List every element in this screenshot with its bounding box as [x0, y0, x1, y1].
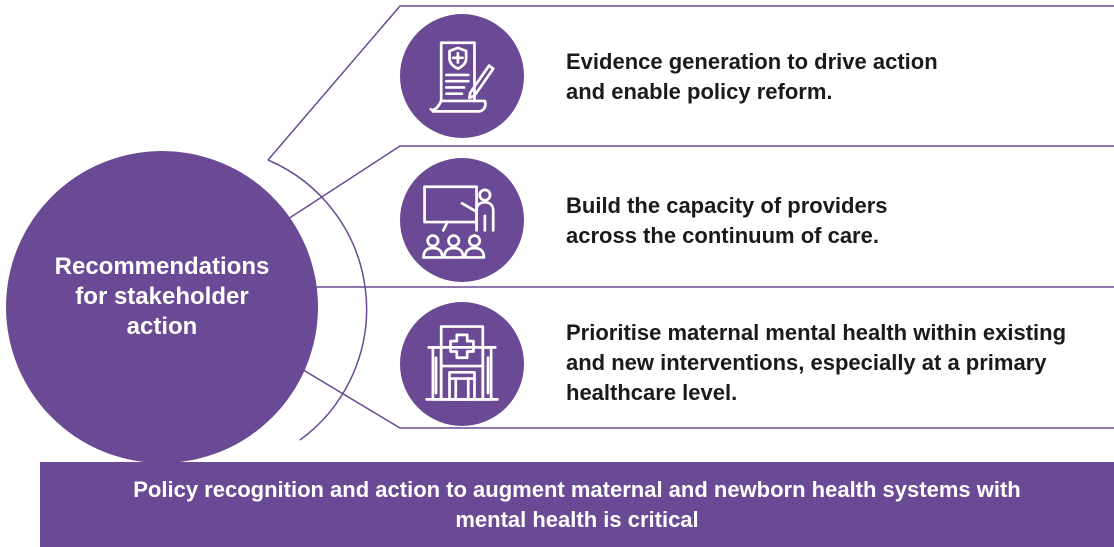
- hub-label: Recommendations for stakeholder action: [54, 253, 270, 340]
- connector-line-bottom: [289, 361, 1114, 429]
- bottom-banner: Policy recognition and action to augment…: [40, 462, 1114, 547]
- connector-line-top: [267, 5, 1114, 161]
- training-presentation-icon: [400, 158, 524, 282]
- hospital-building-icon: [400, 302, 524, 426]
- recommendation-text-3: Prioritise maternal mental health within…: [566, 320, 1067, 405]
- recommendation-text-1: Evidence generation to drive action and …: [566, 49, 938, 104]
- policy-document-icon: [400, 14, 524, 138]
- banner-text: Policy recognition and action to augment…: [133, 476, 1021, 532]
- hub-outer-arc: [267, 159, 368, 441]
- recommendation-text-2: Build the capacity of providers across t…: [566, 193, 888, 248]
- connector-line-middle-upper: [267, 145, 1114, 233]
- hub-circle: Recommendations for stakeholder action: [6, 151, 318, 463]
